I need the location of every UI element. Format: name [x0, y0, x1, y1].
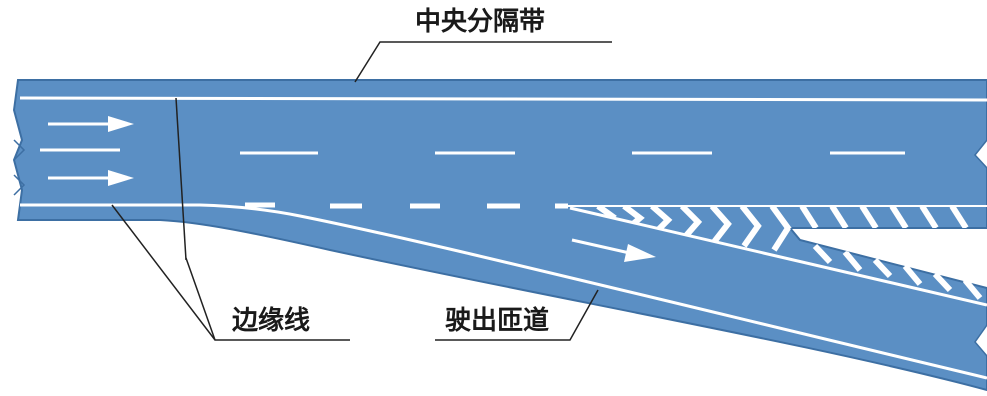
exit-ramp-label: 驶出匝道: [445, 306, 550, 336]
diverge-arrow-icon: [571, 238, 656, 262]
edge-line: [20, 203, 987, 380]
right-break-mark-bottom: [974, 324, 987, 357]
median-leader-line: [354, 41, 612, 83]
edge-line-label: 边缘线: [232, 306, 311, 336]
central-median-label: 中央分隔带: [415, 7, 546, 37]
lane-divider-dashes: [40, 148, 905, 155]
main-carriageway: [12, 79, 987, 392]
edge-line-leader-2: [185, 257, 216, 341]
median-edge-line: [19, 96, 987, 102]
chevron-hatching: [596, 206, 983, 300]
lane-start-line: [175, 97, 187, 261]
lane-arrow-icon: [48, 170, 134, 186]
lane-arrow-icon: [48, 116, 134, 132]
gore-bottom-edge: [569, 206, 987, 307]
left-break-mark: [13, 139, 26, 196]
exit-ramp-leader: [435, 289, 599, 341]
right-break-mark-top: [974, 139, 987, 169]
